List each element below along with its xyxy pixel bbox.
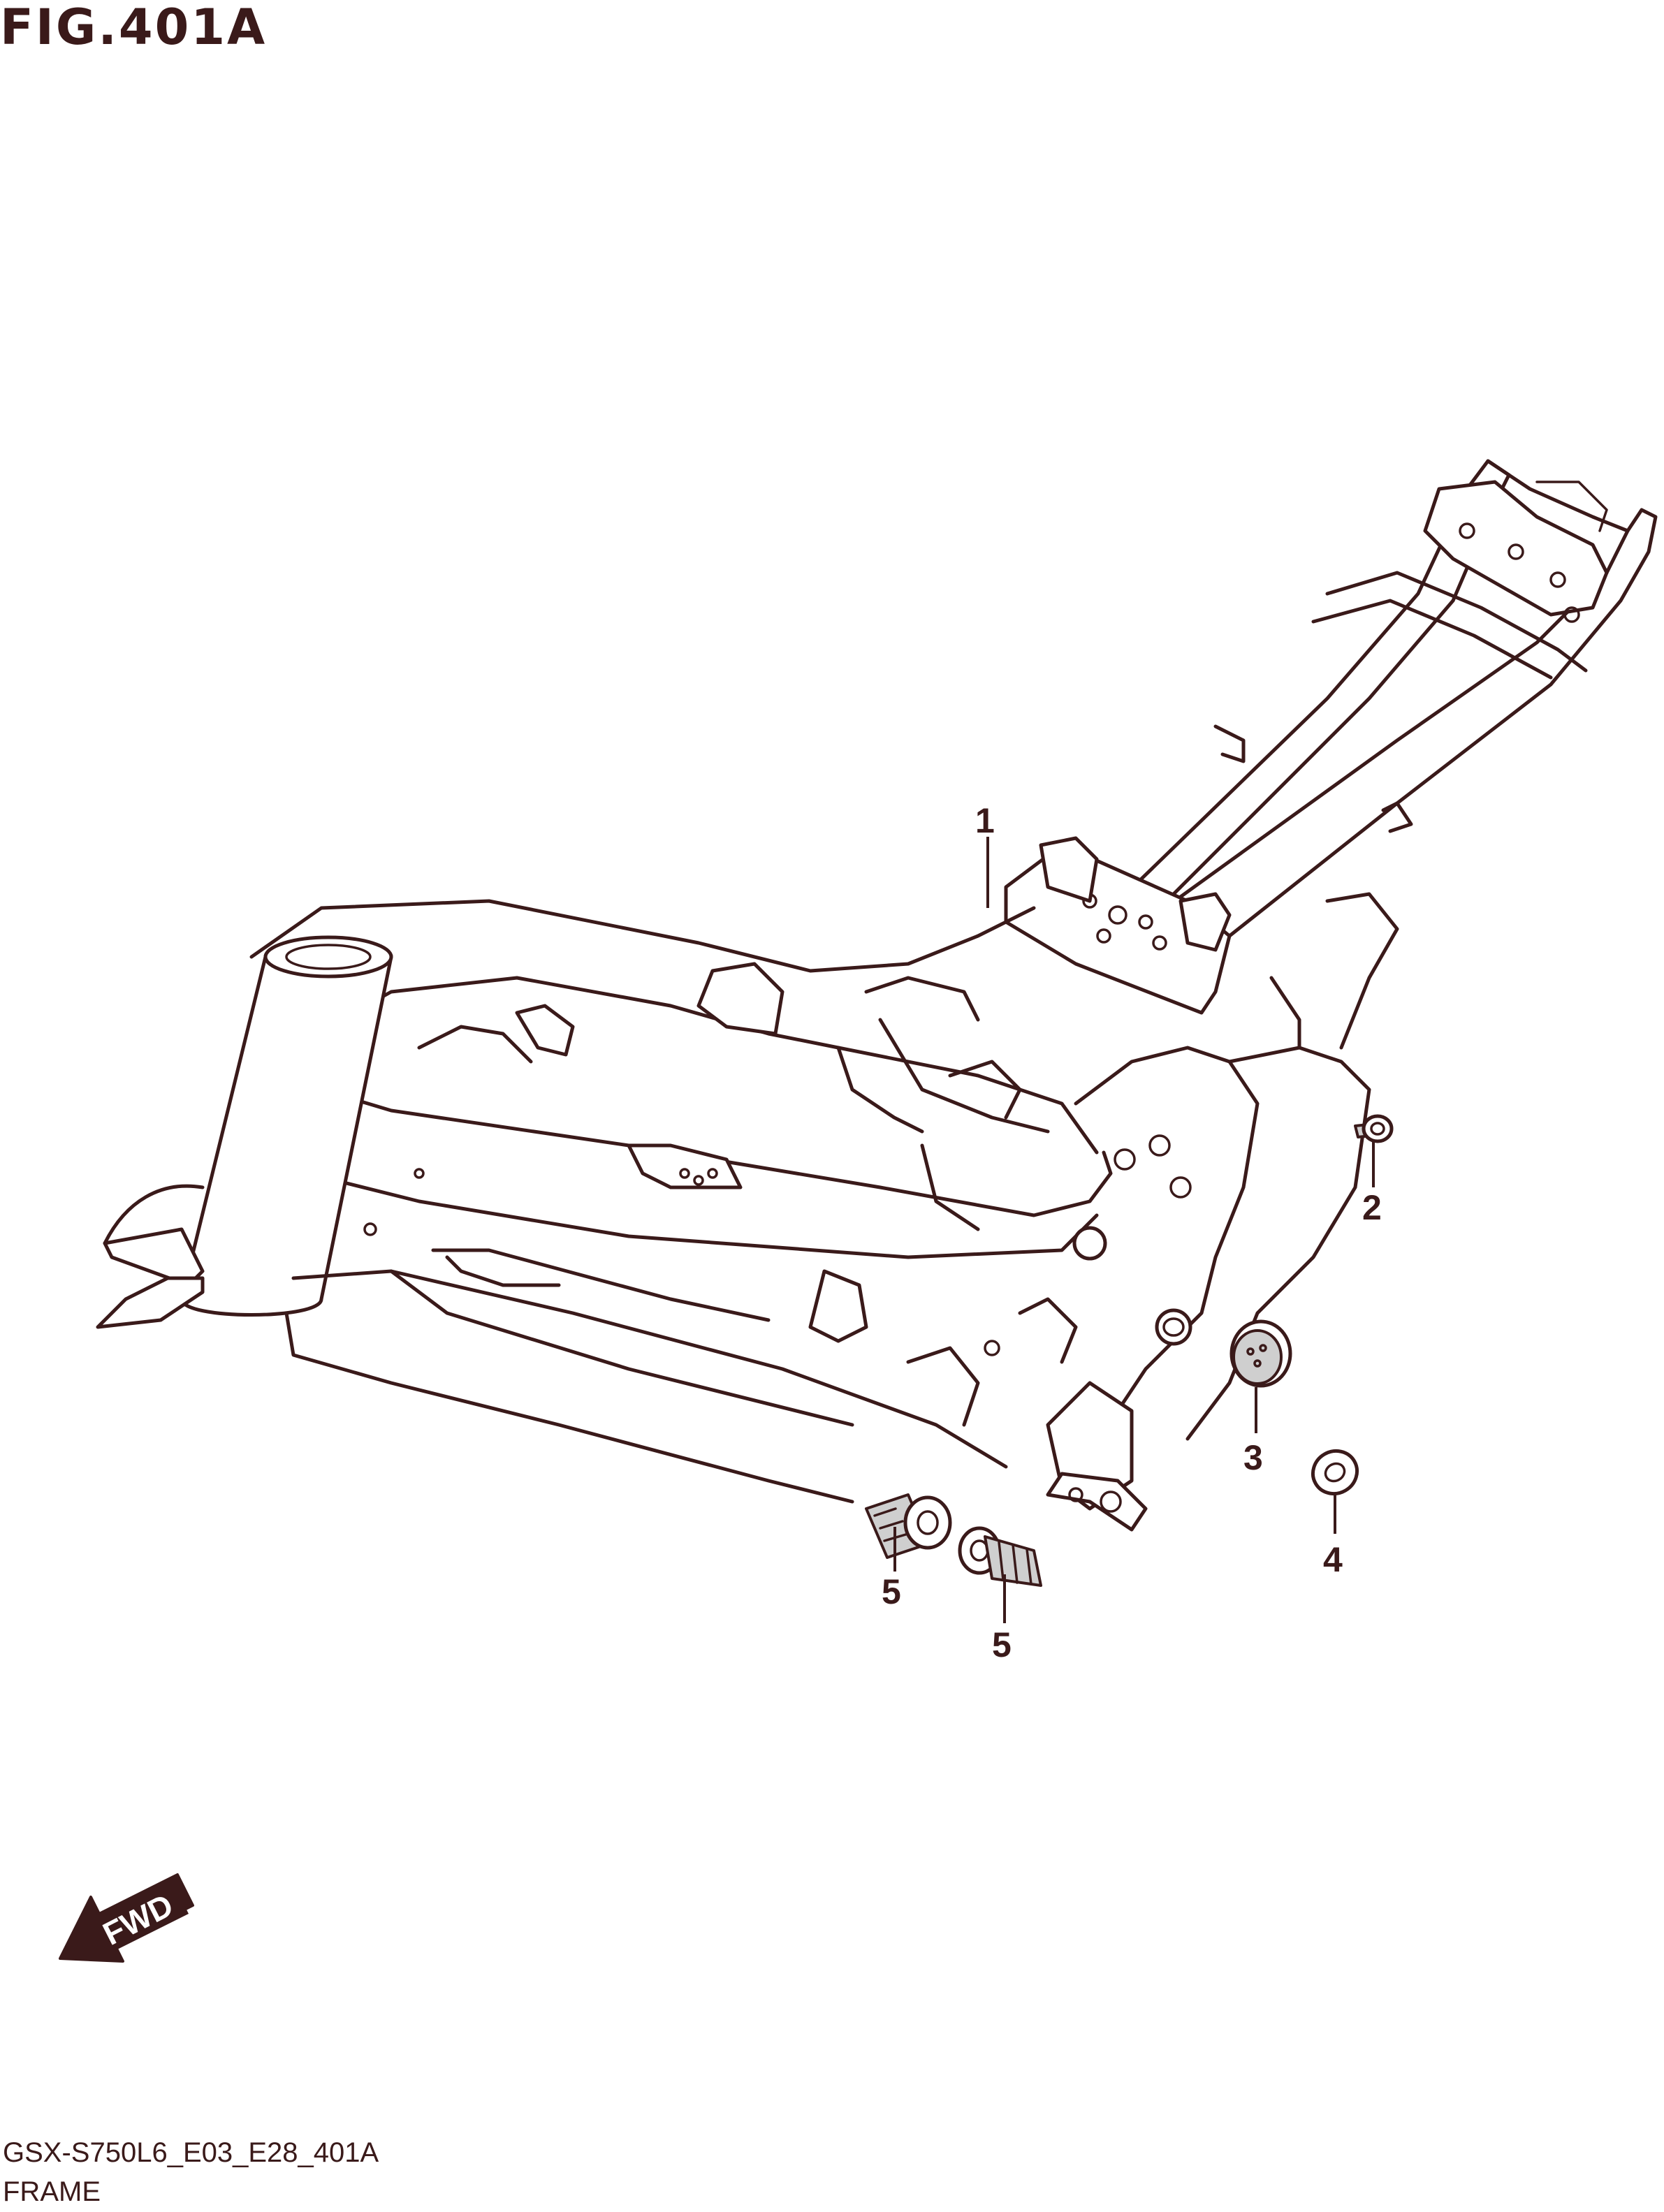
part-5-bushing-left[interactable] — [865, 1493, 952, 1559]
callout-number-5b: 5 — [992, 1625, 1012, 1664]
frame-drawing[interactable] — [96, 459, 1658, 1532]
diagram-name: FRAME — [3, 2176, 101, 2207]
part-2-clip-fastener[interactable] — [1354, 1114, 1394, 1143]
part-5-bushing-right[interactable] — [958, 1526, 1042, 1587]
diagram-code: GSX-S750L6_E03_E28_401A — [3, 2137, 379, 2168]
callout-number-5a: 5 — [882, 1572, 901, 1611]
callout-number-4: 4 — [1323, 1540, 1343, 1579]
part-4-washer[interactable] — [1305, 1443, 1364, 1502]
figure-title: FIG.401A — [0, 0, 268, 56]
callout-number-3: 3 — [1243, 1438, 1263, 1477]
callout-number-1: 1 — [975, 801, 995, 840]
callout-number-2: 2 — [1362, 1188, 1382, 1227]
fwd-direction-arrow: FWD — [59, 1873, 194, 1963]
part-3-grommet-plug[interactable] — [1229, 1319, 1292, 1388]
